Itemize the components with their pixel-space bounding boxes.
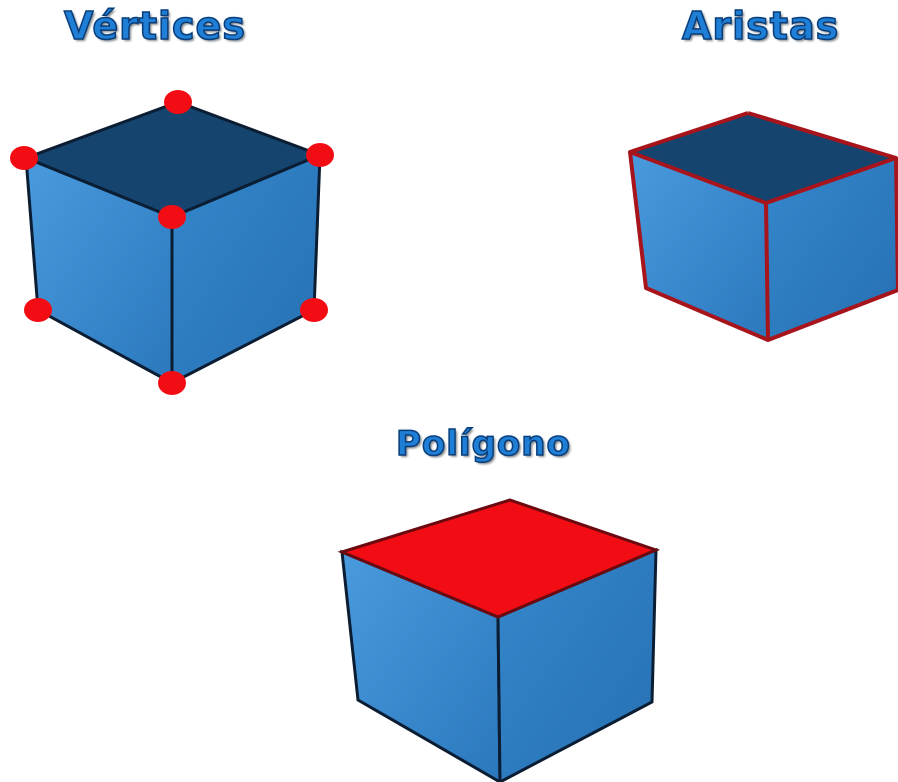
vertex-point [164, 90, 192, 114]
vertex-point [158, 371, 186, 395]
vertex-point [158, 205, 186, 229]
poligono-cube [330, 490, 670, 782]
vertex-point [306, 143, 334, 167]
vertex-point [300, 298, 328, 322]
vertex-point [10, 146, 38, 170]
vertices-cube [0, 80, 350, 410]
vertices-title: Vértices [64, 4, 246, 48]
aristas-title: Aristas [682, 4, 839, 48]
vertex-point [24, 298, 52, 322]
aristas-cube [620, 100, 898, 350]
poligono-title: Polígono [396, 424, 571, 464]
